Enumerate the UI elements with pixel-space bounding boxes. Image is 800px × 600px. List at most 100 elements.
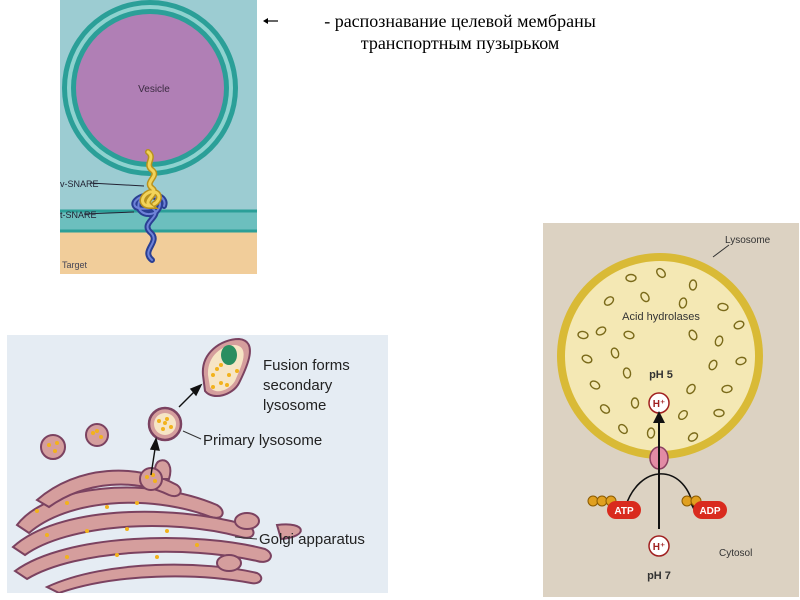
hydrolase-dot — [105, 505, 109, 509]
acid-hydrolase-particle — [733, 320, 745, 330]
hydrolase-dot — [153, 479, 157, 483]
v-snare-leader — [89, 182, 145, 187]
vesicle-label: Vesicle — [138, 84, 170, 95]
ph-outside-label: pH 7 — [647, 570, 671, 582]
hydrolase-dot — [125, 527, 129, 531]
acid-hydrolase-particle — [688, 329, 698, 341]
hydrolase-dot — [151, 473, 155, 477]
hydrolase-dot — [145, 475, 149, 479]
golgi-apparatus-label: Golgi apparatus — [259, 531, 365, 548]
atp-molecule: ATP — [587, 495, 641, 519]
acid-hydrolase-particle — [646, 427, 656, 439]
acid-hydrolase-particle — [577, 330, 589, 340]
t-snare-label: t-SNARE — [60, 210, 97, 220]
atp-hydrolysis-arrow — [624, 473, 694, 509]
hydrolase-dot — [163, 421, 167, 425]
hydrolase-dot — [99, 435, 103, 439]
hydrolase-dot — [165, 417, 169, 421]
snare-docking-panel: Vesicle v-SNARE t-SNARE Target — [60, 0, 257, 274]
target-label: Target — [62, 260, 88, 270]
acid-hydrolase-particle — [714, 335, 724, 347]
acid-hydrolase-particle — [640, 291, 650, 303]
hydrolase-dot — [211, 385, 215, 389]
golgi-leader — [234, 536, 258, 540]
hydrolase-dot — [135, 501, 139, 505]
lysosome-panel: Lysosome Acid hydrolases pH 5 H⁺ ATP ADP — [543, 223, 799, 597]
acid-hydrolase-particle — [686, 383, 696, 395]
proton-outside — [648, 535, 670, 557]
hydrolase-dot — [65, 555, 69, 559]
hydrolase-dot — [85, 529, 89, 533]
fusion-label-line-2: secondary — [263, 377, 333, 394]
caption-line-2: транспортным пузырьком — [360, 33, 560, 53]
target-cytoplasm — [60, 232, 257, 274]
secondary-lysosome-content — [221, 345, 237, 365]
lysosome-lumen — [565, 261, 755, 451]
acid-hydrolase-particle — [721, 384, 733, 394]
hydrolase-dot — [235, 369, 239, 373]
acid-hydrolase-particle — [713, 408, 725, 418]
hydrolase-dot — [45, 533, 49, 537]
acid-hydrolase-particle — [688, 279, 698, 291]
proton-outside-label: H⁺ — [653, 542, 666, 553]
hydrolase-dot — [53, 449, 57, 453]
hydrolase-dots — [35, 363, 239, 559]
hydrolase-dot — [211, 373, 215, 377]
acid-hydrolase-particle — [581, 354, 593, 364]
vesicle-lumen — [76, 14, 224, 162]
acid-hydrolase-particle — [678, 409, 688, 421]
hydrolase-dot — [161, 427, 165, 431]
hydrolase-dot — [227, 373, 231, 377]
ph-inside-label: pH 5 — [649, 369, 673, 381]
hydrolase-dot — [47, 443, 51, 447]
hydrolase-dot — [219, 363, 223, 367]
hydrolase-dot — [215, 367, 219, 371]
lysosome-diagram: Lysosome Acid hydrolases pH 5 H⁺ ATP ADP — [557, 235, 771, 582]
hydrolase-dot — [157, 419, 161, 423]
acid-hydrolase-particle — [623, 330, 635, 340]
acid-hydrolase-particle — [603, 296, 615, 306]
acid-hydrolase-particle — [678, 297, 688, 309]
lysosome-leader — [712, 244, 730, 258]
acid-hydrolase-particles — [577, 267, 747, 442]
caption: - распознавание целевой мембраны транспо… — [270, 10, 650, 54]
target-membrane — [60, 210, 257, 232]
golgi-lysosome-panel: Fusion forms secondary lysosome Primary … — [7, 335, 388, 593]
hydrolase-dot — [65, 501, 69, 505]
fusion-label-line-3: lysosome — [263, 397, 326, 414]
hydrolase-dot — [115, 553, 119, 557]
fusion-label-line-1: Fusion forms — [263, 357, 350, 374]
acid-hydrolase-particle — [656, 267, 666, 279]
acid-hydrolase-particle — [630, 397, 640, 409]
t-snare-leader — [83, 211, 135, 215]
hydrolase-dot — [165, 529, 169, 533]
hydrolase-dot — [219, 381, 223, 385]
primary-lysosome-leader — [182, 430, 202, 440]
atp-label: ATP — [614, 506, 634, 517]
hydrolase-dot — [195, 543, 199, 547]
snare-docking-diagram: Vesicle v-SNARE t-SNARE Target — [60, 0, 257, 274]
acid-hydrolase-particle — [589, 380, 601, 390]
cytosol-label: Cytosol — [719, 548, 752, 559]
hydrolase-dot — [155, 555, 159, 559]
acid-hydrolase-particle — [618, 423, 628, 435]
hydrolase-dot — [55, 441, 59, 445]
acid-hydrolase-particle — [717, 302, 729, 312]
hydrolase-dot — [169, 425, 173, 429]
adp-molecule: ADP — [681, 495, 727, 519]
maturation-arrows — [149, 383, 203, 476]
acid-hydrolase-particle — [625, 273, 637, 283]
golgi-buds — [40, 423, 163, 491]
acid-hydrolase-particle — [622, 367, 632, 379]
acid-hydrolase-particle — [595, 326, 607, 336]
proton-inside-label: H⁺ — [653, 399, 666, 410]
lysosome-label: Lysosome — [725, 235, 771, 246]
acid-hydrolase-particle — [708, 359, 718, 371]
acid-hydrolase-particle — [599, 404, 611, 414]
caption-line-1: - распознавание целевой мембраны — [324, 11, 596, 31]
left-arrow-icon — [263, 18, 278, 24]
acid-hydrolase-particle — [610, 347, 620, 359]
adp-label: ADP — [699, 506, 720, 517]
golgi-diagram: Fusion forms secondary lysosome Primary … — [11, 337, 365, 593]
primary-lysosome-label: Primary lysosome — [203, 432, 322, 449]
